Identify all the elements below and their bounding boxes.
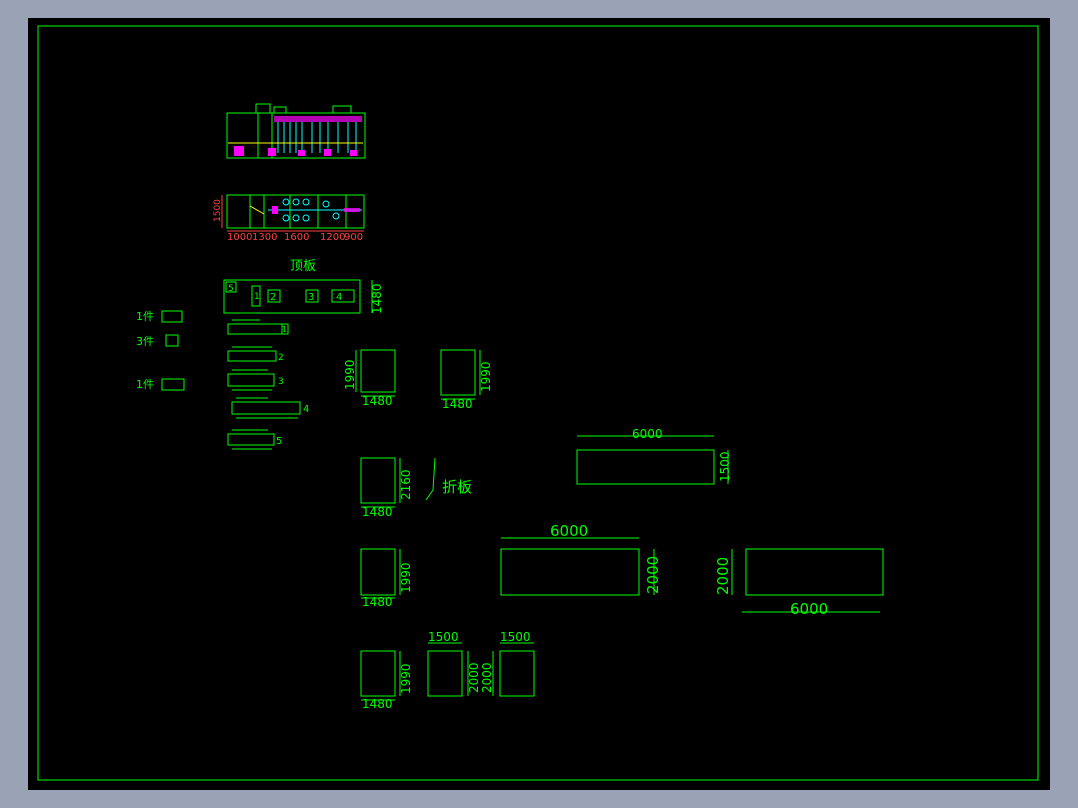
svg-text:3: 3 bbox=[278, 377, 284, 387]
svg-text:6000: 6000 bbox=[632, 427, 663, 441]
svg-text:5: 5 bbox=[276, 436, 282, 447]
svg-text:2000: 2000 bbox=[644, 556, 662, 594]
svg-text:2000: 2000 bbox=[467, 662, 481, 693]
side-panel-1[interactable]: 1990 1480 bbox=[343, 349, 396, 408]
bottom-plate[interactable]: 6000 1500 bbox=[576, 427, 732, 485]
svg-text:1件: 1件 bbox=[136, 310, 154, 323]
svg-text:1480: 1480 bbox=[362, 595, 393, 609]
svg-text:6000: 6000 bbox=[790, 600, 828, 618]
plan-dim-width-2: 1300 bbox=[252, 232, 277, 243]
svg-text:1990: 1990 bbox=[399, 562, 413, 593]
svg-text:1: 1 bbox=[254, 292, 260, 302]
top-plate-title: 顶板 bbox=[290, 259, 316, 274]
side-panel-3[interactable]: 2160 1480 bbox=[360, 457, 413, 519]
side-panel-2[interactable]: 1990 1480 bbox=[440, 349, 493, 411]
side-panel-4[interactable]: 1990 1480 bbox=[360, 548, 413, 609]
fold-plate[interactable]: 折板 bbox=[425, 457, 472, 501]
plan-dim-height: 1500 bbox=[213, 199, 223, 222]
svg-text:1500: 1500 bbox=[428, 630, 459, 644]
svg-text:1500: 1500 bbox=[500, 630, 531, 644]
svg-text:1990: 1990 bbox=[399, 663, 413, 694]
svg-text:3件: 3件 bbox=[136, 335, 154, 348]
plan-view[interactable]: 1500 1000 1300 1600 1200 900 bbox=[213, 194, 365, 243]
parts-list[interactable]: 1件 3件 1件 1 2 3 4 5 bbox=[136, 310, 309, 450]
svg-text:1500: 1500 bbox=[718, 451, 732, 482]
svg-text:2: 2 bbox=[278, 353, 284, 363]
svg-text:1件: 1件 bbox=[136, 378, 154, 391]
plan-dim-width-5: 900 bbox=[344, 232, 363, 243]
svg-text:1480: 1480 bbox=[362, 505, 393, 519]
svg-text:2: 2 bbox=[270, 292, 276, 303]
svg-text:1480: 1480 bbox=[362, 394, 393, 408]
plan-dim-width-4: 1200 bbox=[320, 232, 345, 243]
svg-text:1990: 1990 bbox=[343, 359, 357, 390]
svg-text:2160: 2160 bbox=[399, 469, 413, 500]
drawing-border bbox=[37, 25, 1039, 781]
svg-text:2000: 2000 bbox=[480, 662, 494, 693]
svg-text:2000: 2000 bbox=[714, 557, 732, 595]
svg-text:3: 3 bbox=[308, 292, 314, 303]
svg-text:4: 4 bbox=[336, 292, 342, 303]
cad-drawing[interactable]: 1500 1000 1300 1600 1200 900 顶板 5 1 2 3 … bbox=[28, 18, 1050, 790]
svg-text:1: 1 bbox=[282, 325, 287, 334]
elevation-view[interactable] bbox=[226, 103, 366, 159]
top-plate[interactable]: 顶板 5 1 2 3 4 1480 bbox=[223, 259, 384, 314]
plan-dim-width-3: 1600 bbox=[284, 232, 309, 243]
svg-text:1990: 1990 bbox=[479, 361, 493, 392]
fold-plate-label: 折板 bbox=[442, 478, 472, 496]
cad-canvas[interactable]: 1500 1000 1300 1600 1200 900 顶板 5 1 2 3 … bbox=[28, 18, 1050, 790]
plan-dim-width-1: 1000 bbox=[227, 232, 252, 243]
door-panel-1[interactable]: 1500 2000 bbox=[427, 630, 481, 697]
door-panel-2[interactable]: 1500 2000 bbox=[480, 630, 535, 697]
side-plate-2[interactable]: 2000 6000 bbox=[714, 548, 884, 618]
side-plate-1[interactable]: 6000 2000 bbox=[500, 522, 662, 596]
side-panel-5[interactable]: 1990 1480 bbox=[360, 650, 413, 711]
svg-text:1480: 1480 bbox=[362, 697, 393, 711]
svg-text:5: 5 bbox=[228, 284, 234, 294]
top-plate-dim: 1480 bbox=[370, 283, 384, 314]
svg-text:4: 4 bbox=[303, 404, 309, 415]
svg-text:1480: 1480 bbox=[442, 397, 473, 411]
svg-text:6000: 6000 bbox=[550, 522, 588, 540]
